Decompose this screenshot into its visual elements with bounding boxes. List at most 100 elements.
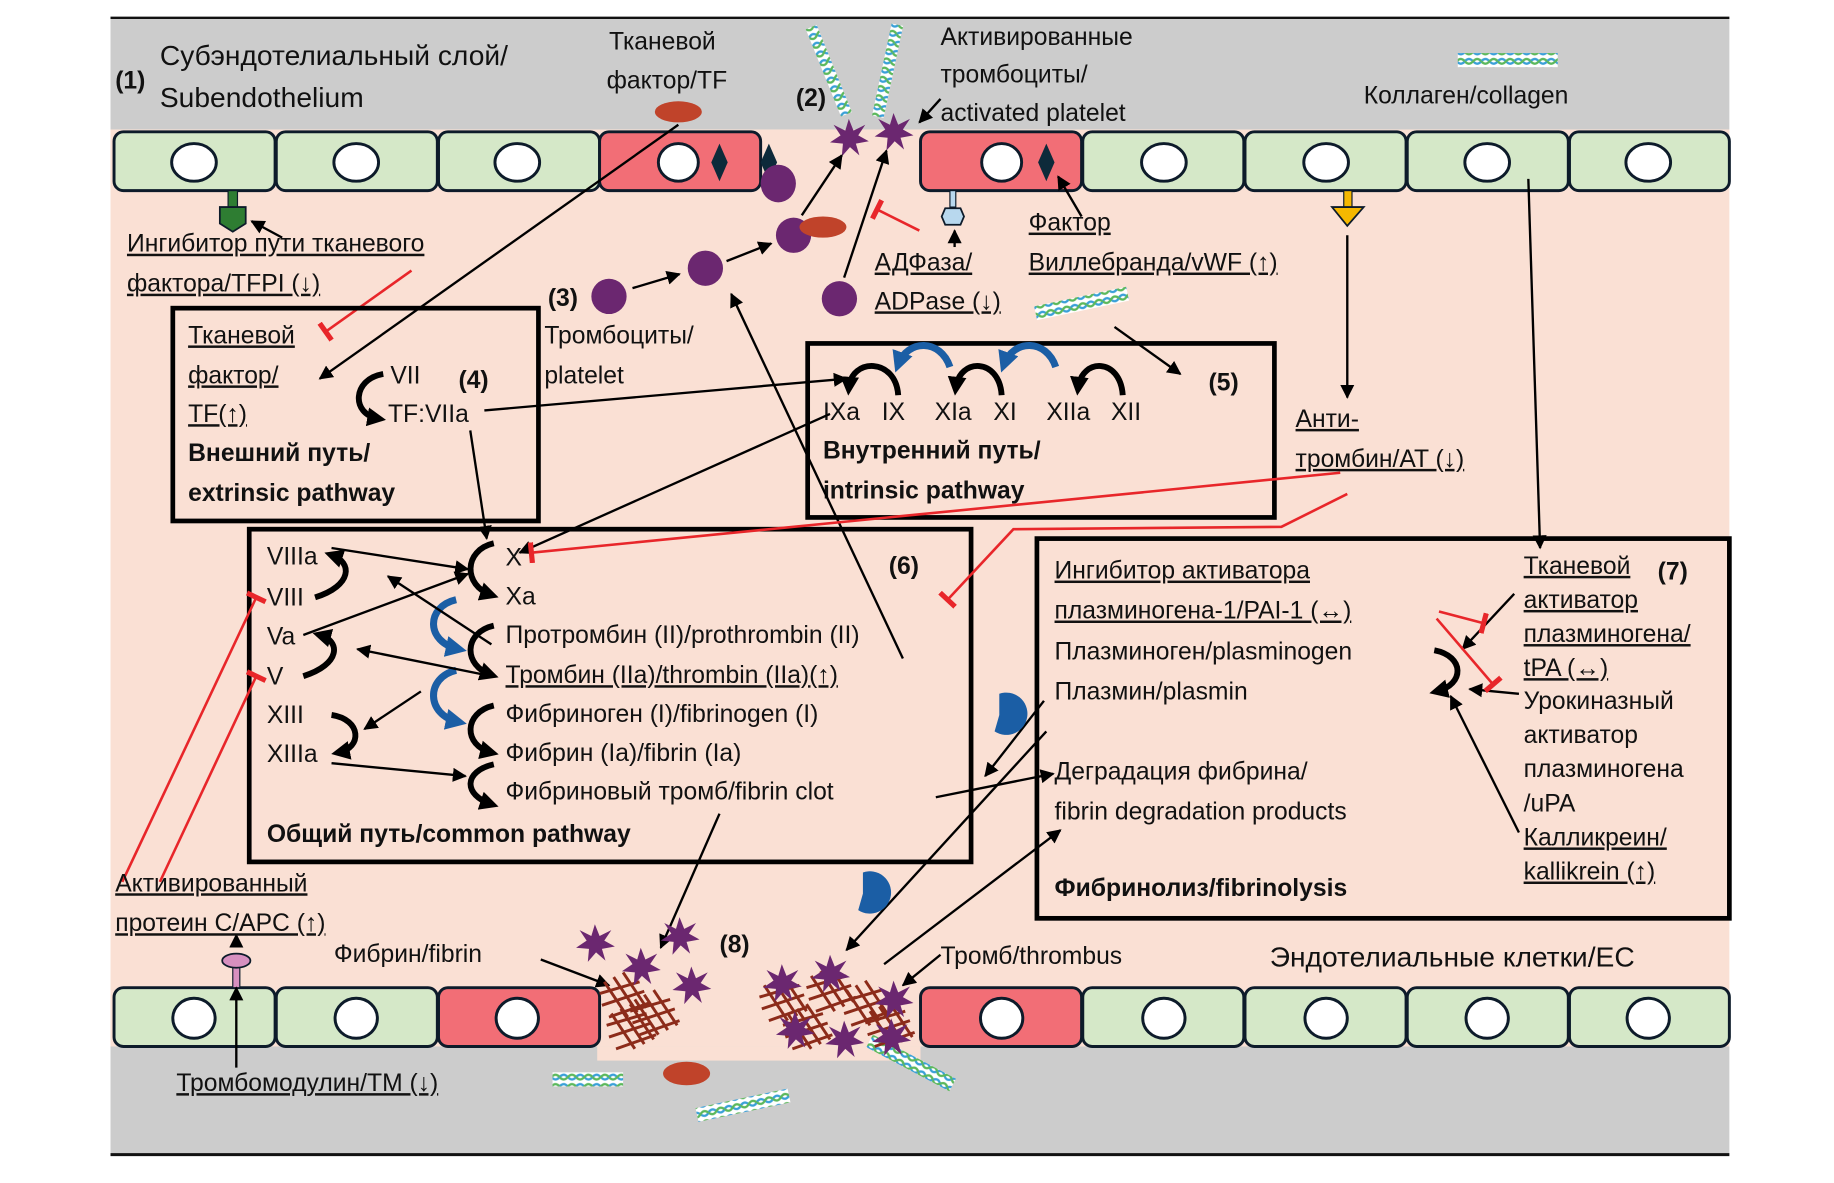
top-endothelium — [112, 130, 1731, 193]
tissue-factor-icon — [799, 216, 847, 238]
factor-xiii: XIII — [267, 702, 304, 729]
fibrinolysis-title: Фибринолиз/fibrinolysis — [1055, 875, 1348, 902]
activation-arrow-icon — [1429, 647, 1461, 698]
adpase-label-1: АДФаза/ — [875, 250, 973, 277]
activation-arrow-icon — [467, 761, 499, 810]
label-num-6: (6) — [889, 553, 919, 580]
bottom-endothelium — [112, 986, 1731, 1048]
activated-platelet-label-3: activated platelet — [941, 100, 1126, 127]
fibrinolysis-box — [1034, 536, 1732, 921]
label-num-3: (3) — [548, 285, 578, 312]
pai-label-2: плазминогена-1/PAI-1 (↔) — [1055, 598, 1352, 625]
thrombomodulin-receptor-icon — [221, 952, 252, 969]
activation-arrow-icon — [467, 622, 499, 681]
extrinsic-title-2: extrinsic pathway — [188, 480, 395, 507]
factor-xi: XI — [993, 399, 1016, 426]
feedback-arrow-icon — [998, 341, 1060, 373]
vwf-receptor-icon — [1330, 206, 1366, 228]
tissue-factor-icon — [663, 1061, 711, 1086]
tissue-factor-top-label-2: фактор/TF — [607, 67, 728, 94]
tpa-line: Тканевой — [1524, 553, 1631, 580]
thrombus-label: Тромб/thrombus — [941, 943, 1123, 970]
vwf-diamond-icon — [711, 143, 728, 182]
pai-label-1: Ингибитор активатора — [1055, 558, 1311, 585]
factor-ixa: IXa — [823, 399, 860, 426]
ec-label: Эндотелиальные клетки/EC — [1270, 941, 1635, 973]
common-title: Общий путь/common pathway — [267, 821, 631, 848]
platelet-icon — [687, 250, 724, 286]
tfpi-receptor-icon — [218, 206, 247, 233]
kallikrein-label: Калликреин/ kallikrein (↑) — [1524, 824, 1667, 885]
factor-v: V — [267, 663, 284, 690]
platelet-label-1: Тромбоциты/ — [544, 322, 694, 349]
fibrin-small-label: Фибрин/fibrin — [334, 941, 482, 968]
thrombomodulin-label: Тромбомодулин/TM (↓) — [176, 1070, 438, 1097]
extrinsic-pathway-box — [170, 305, 541, 524]
extrinsic-tf-label-1: Тканевой — [188, 322, 295, 349]
vwf-label-2: Виллебранда/vWF (↑) — [1029, 250, 1278, 277]
activation-arrow-icon — [355, 371, 386, 427]
factor-tf-viia: TF:VIIa — [388, 401, 469, 428]
fdp-label-2: fibrin degradation products — [1055, 799, 1347, 826]
tpa-label: Тканевой активатор плазминогена/ tPA (↔) — [1524, 553, 1691, 682]
tfpi-label-1: Ингибитор пути тканевого — [127, 231, 424, 258]
plasmin-enzyme-icon — [858, 871, 892, 914]
intrinsic-pathway-box — [805, 341, 1277, 520]
adpase-receptor-icon — [940, 207, 965, 226]
activated-platelet-label-2: тромбоциты/ — [941, 61, 1088, 88]
fibrin-label: Фибрин (Ia)/fibrin (Ia) — [506, 740, 742, 767]
extrinsic-tf-label-3: TF(↑) — [188, 401, 247, 428]
factor-vii: VII — [390, 362, 420, 389]
feedback-arrow-icon — [430, 596, 467, 657]
activation-arrow-icon — [840, 363, 902, 396]
label-num-7: (7) — [1658, 559, 1688, 586]
collagen-icon — [872, 23, 904, 118]
factor-xii: XII — [1111, 399, 1141, 426]
fibrin-clot-label: Фибриновый тромб/fibrin clot — [506, 779, 834, 806]
feedback-arrow-icon — [892, 341, 954, 373]
collagen-icon — [1457, 53, 1558, 68]
activation-arrow-icon — [1070, 363, 1126, 396]
factor-xa: Xa — [506, 583, 536, 610]
subendothelium-label-1: Субэндотелиальный слой/ — [160, 39, 508, 71]
common-pathway-box — [246, 526, 974, 865]
activation-arrow-icon — [947, 363, 1005, 396]
extrinsic-tf-label-2: фактор/ — [188, 362, 279, 389]
upa-line: Урокиназный — [1524, 688, 1674, 715]
plasminogen-label: Плазминоген/plasminogen — [1055, 639, 1353, 666]
label-num-4: (4) — [459, 367, 489, 394]
extrinsic-title-1: Внешний путь/ — [188, 440, 370, 467]
factor-viiia: VIIIa — [267, 543, 318, 570]
collagen-icon — [552, 1072, 624, 1087]
platelet-icon — [760, 164, 796, 203]
fdp-label-1: Деградация фибрина/ — [1055, 759, 1308, 786]
activation-arrow-icon — [314, 549, 349, 601]
upa-line: /uPA — [1524, 790, 1576, 817]
vwf-diamond-icon — [1038, 143, 1055, 182]
platelet-label-2: platelet — [544, 362, 624, 389]
collagen-icon — [695, 1088, 791, 1122]
label-num-1: (1) — [115, 67, 145, 94]
label-num-8: (8) — [719, 931, 749, 958]
vwf-label-1: Фактор — [1029, 210, 1111, 237]
thrombin-label: Тромбин (IIa)/thrombin (IIa)(↑) — [506, 662, 838, 689]
subendothelium-label-2: Subendothelium — [160, 81, 364, 113]
intrinsic-title-2: intrinsic pathway — [823, 478, 1025, 505]
factor-ix: IX — [882, 399, 905, 426]
plasmin-label: Плазмин/plasmin — [1055, 679, 1248, 706]
collagen-label: Коллаген/collagen — [1364, 83, 1569, 110]
upa-line: плазминогена — [1524, 756, 1684, 783]
tpa-line: плазминогена/ — [1524, 621, 1691, 648]
activation-arrow-icon — [302, 628, 337, 679]
collagen-icon — [805, 24, 852, 117]
label-num-2: (2) — [796, 85, 826, 112]
activation-arrow-icon — [467, 702, 499, 759]
fibrinogen-label: Фибриноген (I)/fibrinogen (I) — [506, 701, 819, 728]
activation-arrow-icon — [467, 540, 499, 601]
apc-label-2: протеин C/APC (↑) — [115, 910, 325, 937]
antithrombin-label-2: тромбин/AT (↓) — [1296, 446, 1465, 473]
kallikrein-line: Калликреин/ — [1524, 824, 1667, 851]
adpase-label-2: ADPase (↓) — [875, 288, 1001, 315]
factor-x: X — [506, 545, 522, 572]
